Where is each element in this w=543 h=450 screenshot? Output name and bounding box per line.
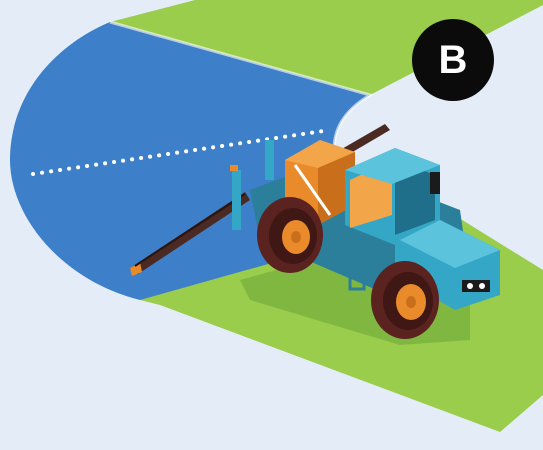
front-wheel [371,261,439,339]
label-badge: B [412,19,494,101]
sprayer-tractor-illustration [130,124,500,345]
badge-letter: B [438,38,468,82]
rear-wheel [257,197,323,273]
